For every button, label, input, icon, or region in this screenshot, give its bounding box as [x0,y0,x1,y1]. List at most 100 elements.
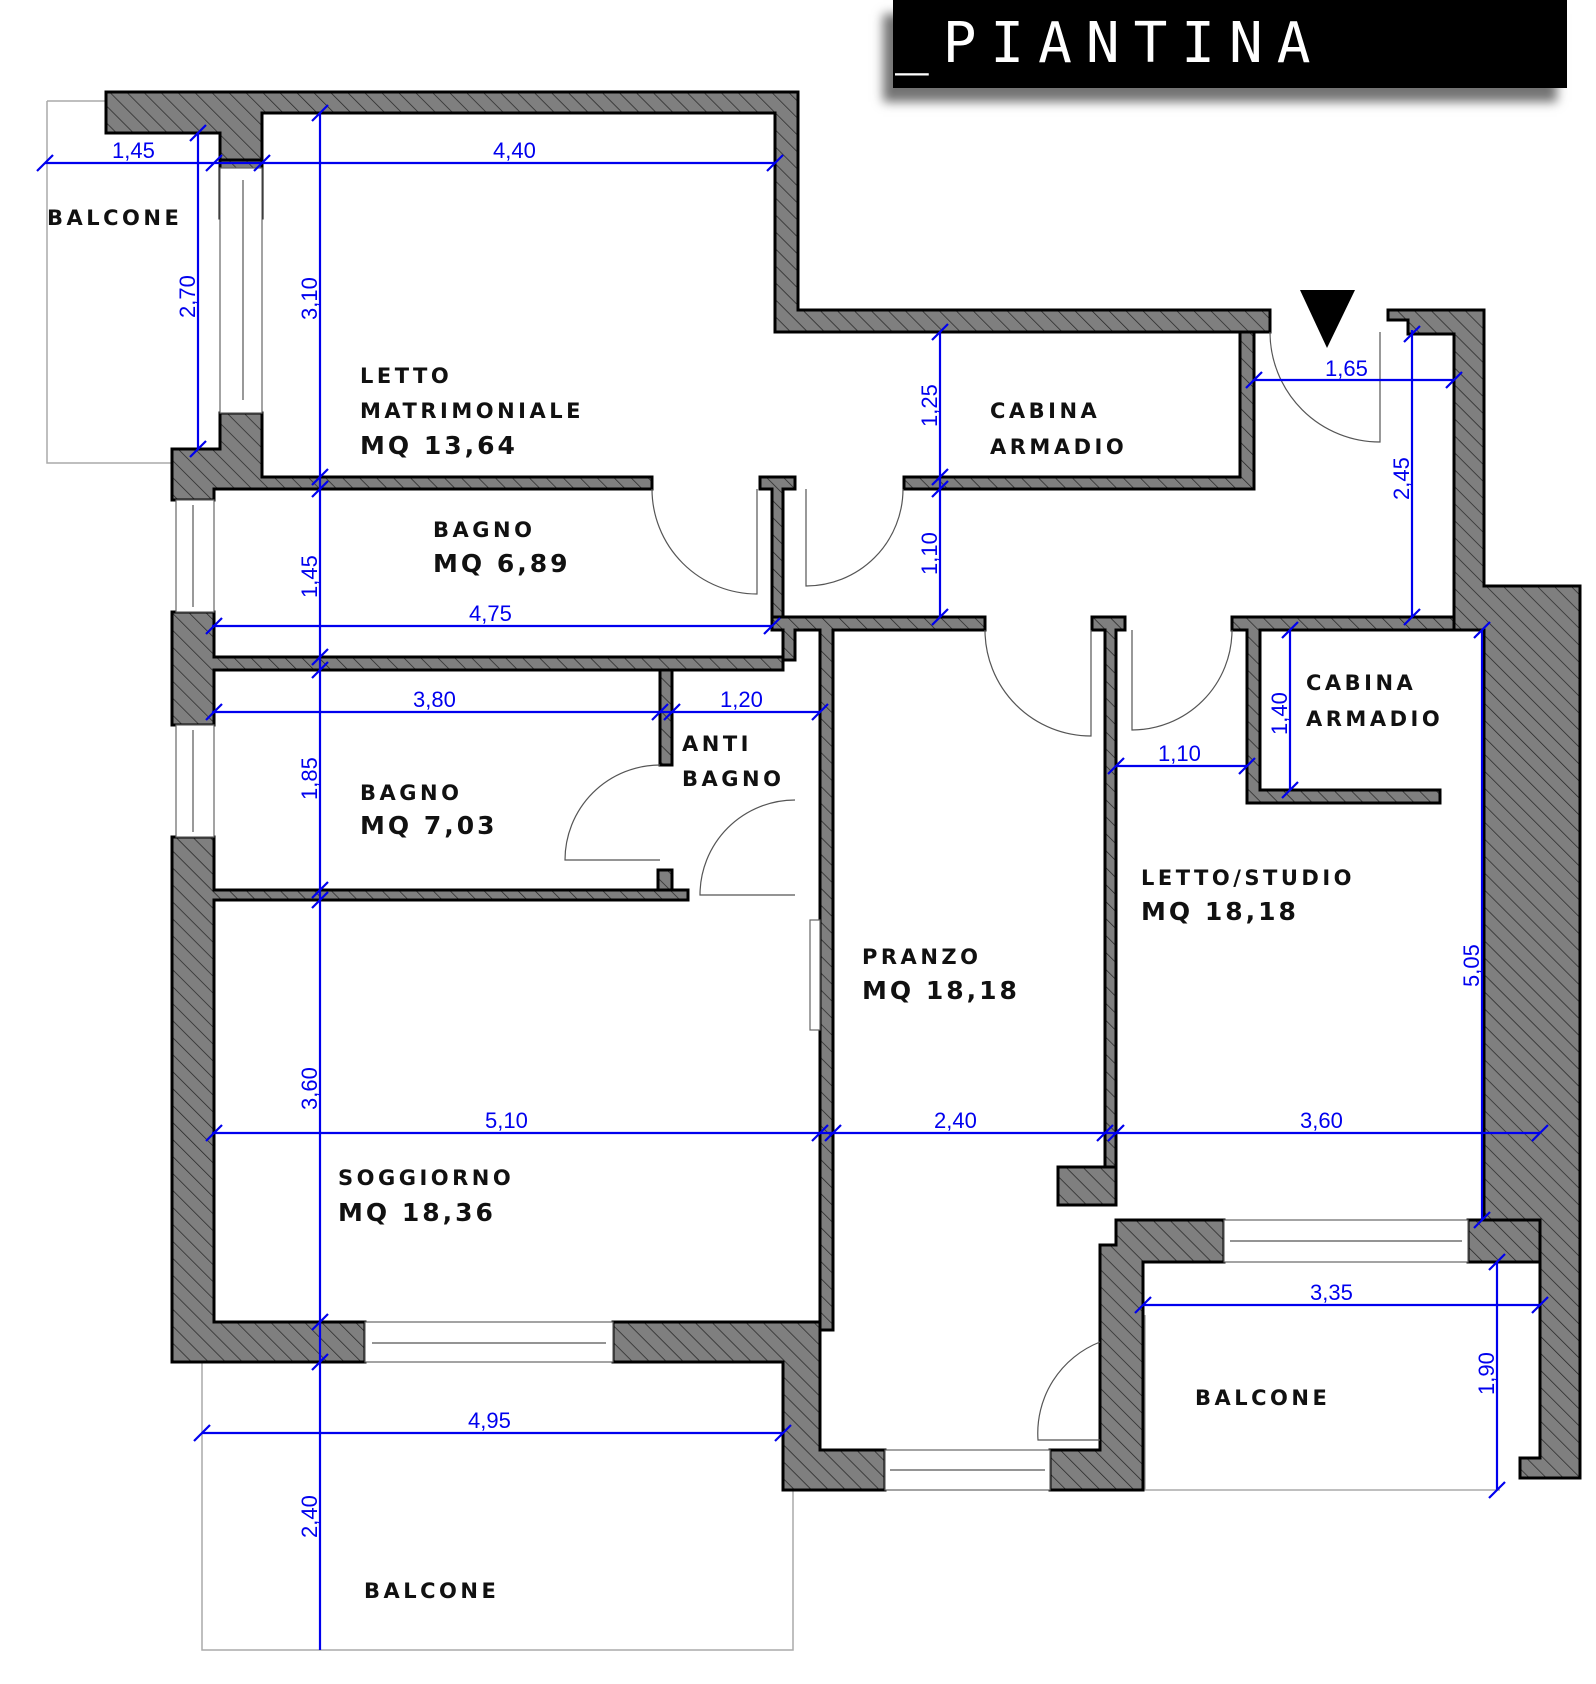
dim-entrance-depth: 2,45 [1389,457,1414,500]
dimension-tick [1245,371,1263,389]
dimension-tick [189,440,207,458]
door-bagno-1[interactable] [651,488,758,595]
dimension-tick [311,480,329,498]
dimension-tick [311,1353,329,1371]
door-bagno-2[interactable] [564,764,661,861]
dim-balcone-nw-depth: 2,70 [175,275,200,318]
label-studio: LETTO/STUDIO [1141,866,1355,890]
doors [564,331,1381,1441]
wall-soggiorno-left [170,835,690,1364]
dim-studio-width: 3,60 [1300,1108,1343,1133]
dimension-tick [824,1124,842,1142]
dimension-tick [651,703,669,721]
dimension-tick [811,703,829,721]
wall-north [104,90,1272,334]
wall-east [1386,308,1582,1480]
dimension-tick [1238,757,1256,775]
dimension-tick [931,608,949,626]
area-pranzo: MQ 18,18 [862,976,1020,1005]
label-cabina2-2: ARMADIO [1306,707,1443,731]
dimension-tick [1134,1296,1152,1314]
dim-bagno2-width: 3,80 [413,687,456,712]
door-cabina-1[interactable] [805,488,904,587]
label-balcone-s: BALCONE [364,1579,499,1603]
dimension-tick [1403,325,1421,343]
door-studio[interactable] [1131,629,1233,731]
label-antibagno-1: ANTI [682,732,752,756]
dimension-tick [205,703,223,721]
dim-cabina2-depth: 1,40 [1267,692,1292,735]
label-bagno2: BAGNO [360,781,462,805]
wall-cabina [902,330,1256,491]
label-antibagno-2: BAGNO [682,767,784,791]
dimension-tick [1488,1481,1506,1499]
dimension-tick [774,1424,792,1442]
dimension-tick [1403,608,1421,626]
dimension-tick [253,154,271,172]
door-pranzo[interactable] [984,629,1092,737]
dim-balcone-se-width: 3,35 [1310,1280,1353,1305]
sliding-door-soggiorno [809,919,821,1031]
dimension-tick [663,703,681,721]
dim-balcone-nw-width: 1,45 [112,138,155,163]
dim-letto-width: 4,40 [493,138,536,163]
label-balcone-se: BALCONE [1195,1386,1330,1410]
dimension-tick [189,124,207,142]
wall-south [611,1320,887,1492]
dimension-tick [205,154,223,172]
dim-soggiorno-depth: 3,60 [297,1067,322,1110]
dim-soggiorno-width: 5,10 [485,1108,528,1133]
dim-bagno1-width: 4,75 [469,601,512,626]
dimension-labels: 1,45 4,40 2,70 3,10 1,25 1,10 1,65 2,45 … [112,138,1499,1538]
dimension-tick [1473,1211,1491,1229]
label-cabina1-2: ARMADIO [990,435,1127,459]
dimension-tick [1531,1124,1549,1142]
dimension-tick [931,323,949,341]
dimension-tick [763,617,781,635]
dimension-tick [1473,621,1491,639]
dim-bagno1-depth: 1,45 [297,555,322,598]
dim-studio-corridor-width: 1,10 [1158,741,1201,766]
window-bagno-2 [175,724,215,838]
dimension-tick [1281,621,1299,639]
label-cabina1-1: CABINA [990,399,1100,423]
balcone-nw-outline [46,100,175,464]
dimension-tick [1107,757,1125,775]
door-antibagno[interactable] [699,799,796,896]
area-studio: MQ 18,18 [1141,897,1299,926]
wall-pranzo-studio [1090,615,1127,1172]
dim-entrance-width: 1,65 [1325,356,1368,381]
wall-segment [170,411,654,502]
dim-pranzo-width: 2,40 [934,1108,977,1133]
wall-bagni-divider [170,610,785,727]
dim-letto-depth: 3,10 [297,277,322,320]
dimension-tick [311,468,329,486]
dimension-tick [811,1124,829,1142]
dim-bagno2-depth: 1,85 [297,757,322,800]
door-entrance[interactable] [1269,331,1381,443]
area-bagno2: MQ 7,03 [360,811,498,840]
wall-segment [758,475,797,619]
door-balcone-se[interactable] [1037,1341,1101,1441]
window-soggiorno [364,1321,614,1363]
label-cabina2-1: CABINA [1306,671,1416,695]
balcony-outlines [46,100,1500,1651]
windows [175,167,1469,1491]
dimension-tick [311,881,329,899]
dimension-tick [931,480,949,498]
dimension-tick [311,648,329,666]
dim-balcone-s-width: 4,95 [468,1408,511,1433]
dim-corridor-depth: 1,10 [917,532,942,575]
dimension-tick [931,468,949,486]
window-letto [219,167,263,414]
dimension-tick [1096,1124,1114,1142]
dim-antibagno-width: 1,20 [720,687,763,712]
dimension-tick [1281,781,1299,799]
dimension-tick [193,1424,211,1442]
room-labels: BALCONE LETTO MATRIMONIALE MQ 13,64 CABI… [47,206,1443,1603]
dimension-ticks [36,104,1549,1499]
wall-cabina-2 [1230,615,1456,805]
label-letto-1: LETTO [360,364,452,388]
dimension-tick [1488,1253,1506,1271]
